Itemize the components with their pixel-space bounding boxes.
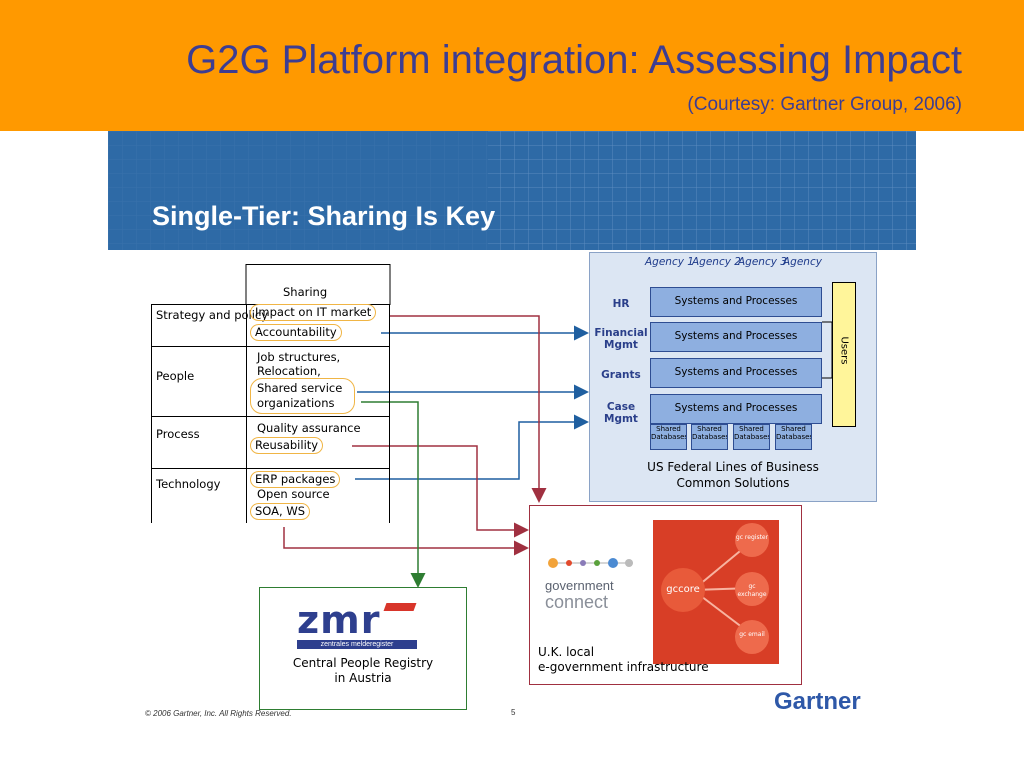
copyright-notice: © 2006 Gartner, Inc. All Rights Reserved… (145, 709, 292, 718)
caption-line: Common Solutions (676, 476, 790, 490)
item-impact-it-market: Impact on IT market (250, 304, 377, 321)
banner-title: Single-Tier: Sharing Is Key (152, 201, 496, 231)
systems-label: Systems and Processes (674, 330, 798, 342)
us-panel-caption: US Federal Lines of Business Common Solu… (589, 459, 877, 491)
gartner-logo: Gartner (774, 688, 861, 715)
shared-database: Shared Databases (650, 424, 687, 450)
highlight-shared-service (250, 378, 355, 414)
row-category-technology: Technology (156, 477, 221, 491)
item-organizations: organizations (257, 396, 335, 410)
grid-pattern (108, 131, 916, 250)
systems-label: Systems and Processes (674, 295, 798, 307)
item-shared-service: Shared service (257, 381, 343, 395)
category-label: Strategy and policy (156, 308, 269, 322)
row-category-strategy: Strategy and policy (156, 309, 268, 322)
zmr-caption: Central People Registry in Austria (259, 656, 467, 686)
sharing-table: Sharing Strategy and policy Impact on IT… (151, 264, 391, 524)
agency-label: Agency 1 (645, 256, 694, 268)
caption-line: U.K. local (538, 645, 595, 659)
systems-row: Systems and Processes (650, 322, 822, 352)
item-relocation: Relocation, (257, 364, 321, 378)
logo-text: connect (545, 592, 609, 612)
gc-register-node: gc register (735, 523, 769, 557)
page-number: 5 (511, 708, 516, 717)
agency-label: Agency (783, 256, 822, 268)
item-erp-packages: ERP packages (250, 471, 341, 488)
zmr-logo-sub: zentrales melderegister (297, 640, 417, 649)
gc-network-graphic: gccore gc register gc exchange gc email (653, 520, 779, 664)
gc-email-node: gc email (735, 620, 769, 654)
caption-line: Central People Registry (292, 656, 434, 670)
gc-core-node: gccore (661, 568, 705, 612)
logo-dots (548, 558, 633, 568)
row-label-grants: Grants (601, 369, 641, 381)
agency-label: Agency 2 (692, 256, 741, 268)
zmr-logo-accent (383, 603, 417, 611)
header-bar (0, 0, 1024, 131)
caption-line: e-government infrastructure (538, 660, 709, 674)
shared-database: Shared Databases (733, 424, 770, 450)
item-soa-ws: SOA, WS (250, 503, 310, 520)
shared-database: Shared Databases (775, 424, 812, 450)
government-connect-logo: government connect (545, 556, 637, 612)
users-label: Users (838, 336, 850, 365)
systems-row: Systems and Processes (650, 358, 822, 388)
page-title: G2G Platform integration: Assessing Impa… (186, 38, 962, 82)
item-quality-assurance: Quality assurance (257, 421, 361, 435)
zmr-logo: zmr zentrales melderegister (297, 598, 417, 649)
users-bracket (822, 321, 833, 379)
shared-database: Shared Databases (691, 424, 728, 450)
item-job-structures: Job structures, (257, 350, 341, 364)
row-category-people: People (156, 369, 195, 383)
item-open-source: Open source (257, 487, 330, 501)
systems-row: Systems and Processes (650, 394, 822, 424)
item-reusability: Reusability (250, 437, 324, 454)
systems-label: Systems and Processes (674, 402, 798, 414)
row-label-financial: Financial Mgmt (594, 327, 648, 351)
caption-line: US Federal Lines of Business (647, 460, 819, 474)
zmr-logo-text: zmr (297, 598, 381, 642)
gc-exchange-node: gc exchange (735, 572, 769, 606)
systems-row: Systems and Processes (650, 287, 822, 317)
caption-line: in Austria (334, 671, 392, 685)
page-subtitle: (Courtesy: Gartner Group, 2006) (687, 94, 962, 115)
agency-label: Agency 3 (738, 256, 787, 268)
item-accountability: Accountability (250, 324, 342, 341)
slide-banner: Single-Tier: Sharing Is Key (108, 131, 916, 250)
systems-label: Systems and Processes (674, 366, 798, 378)
table-header: Sharing (283, 285, 328, 299)
row-label-hr: HR (612, 298, 630, 310)
logo-text: government (545, 578, 614, 593)
users-bar: Users (832, 282, 856, 427)
row-category-process: Process (156, 427, 200, 441)
row-label-case: Case Mgmt (604, 401, 638, 425)
uk-panel-caption: U.K. local e-government infrastructure (538, 645, 709, 675)
